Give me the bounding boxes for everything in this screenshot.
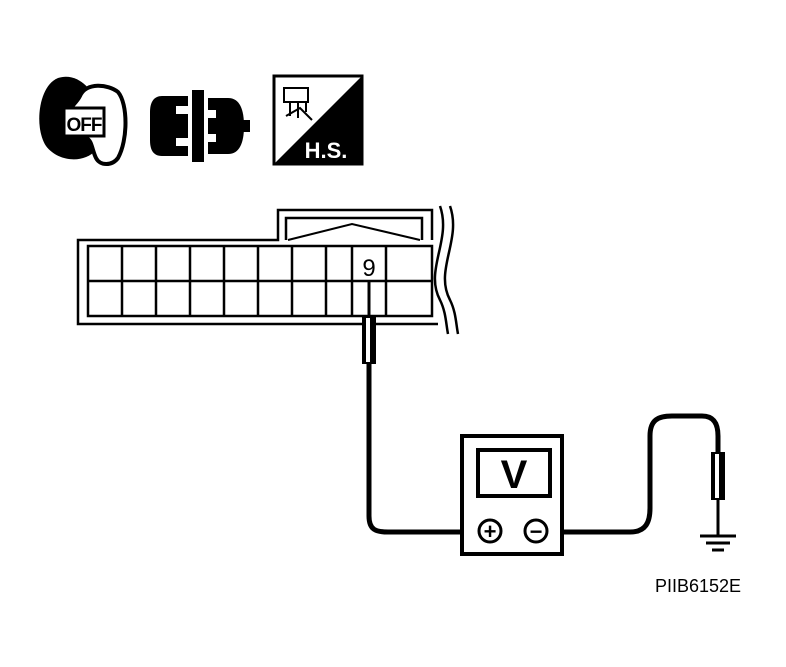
negative-terminal-icon — [523, 518, 549, 544]
ignition-off-label: OFF — [67, 115, 102, 136]
ground-probe — [711, 452, 725, 536]
negative-terminal-symbol: − — [530, 519, 543, 544]
connector-harness-view — [76, 205, 460, 335]
ignition-key-off-icon: OFF — [39, 76, 128, 166]
harness-side-icon: H.S. — [272, 74, 364, 166]
voltmeter: V + − — [460, 434, 564, 556]
ground-symbol-icon — [700, 534, 736, 552]
positive-terminal-symbol: + — [484, 519, 497, 544]
voltmeter-display-label: V — [501, 453, 528, 497]
figure-code: PIIB6152E — [655, 576, 741, 596]
terminal-9-label: 9 — [362, 255, 375, 282]
harness-side-label: H.S. — [305, 138, 348, 163]
positive-lead-wire — [366, 364, 484, 535]
positive-probe — [362, 282, 376, 364]
positive-terminal-icon — [477, 518, 503, 544]
negative-lead-wire — [540, 413, 721, 535]
disconnected-connector-icon — [150, 90, 250, 162]
